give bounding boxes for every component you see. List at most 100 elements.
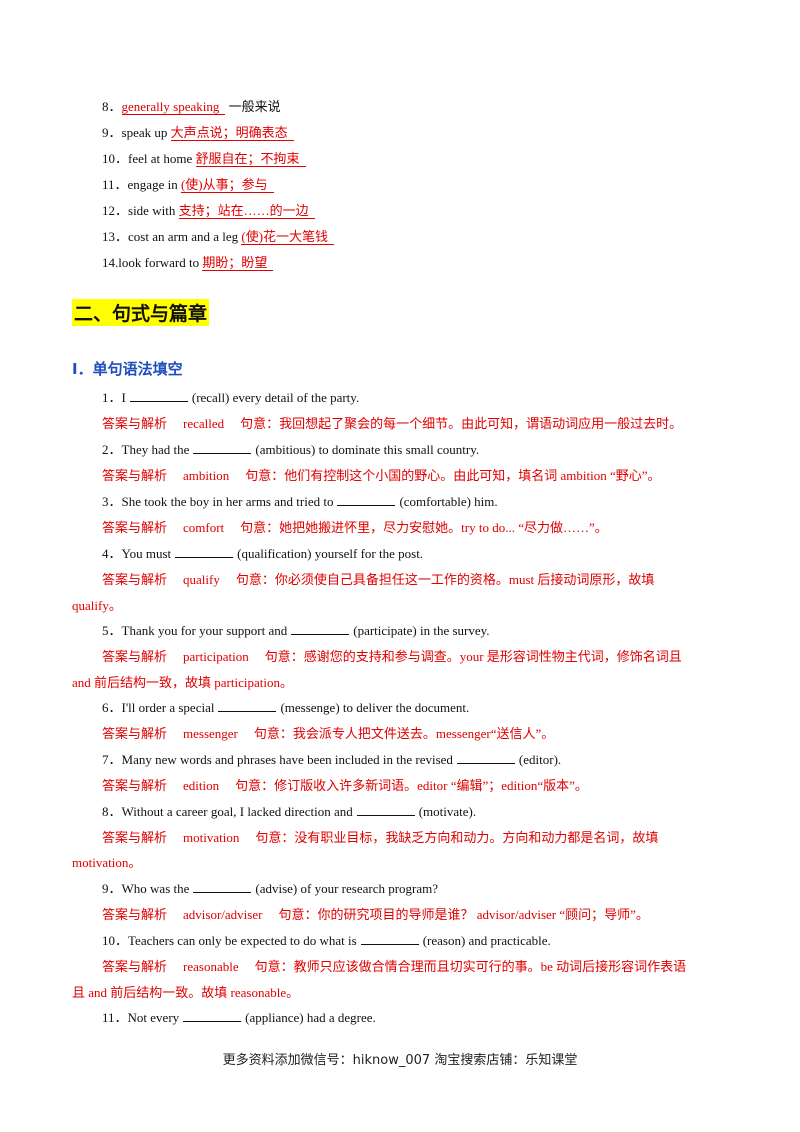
subsection-title: I．单句语法填空: [72, 360, 183, 378]
answer-word: qualify: [183, 572, 220, 587]
answer-word: messenger: [183, 726, 238, 741]
phrase-number: 9．: [102, 125, 122, 140]
question-6: 6．I'll order a special(messenge) to deli…: [102, 697, 469, 716]
phrase-number: 11．: [102, 177, 128, 192]
question-text-before: They had the: [121, 442, 190, 457]
answer-label: 答案与解析: [102, 959, 168, 974]
question-text-before: Thank you for your support and: [121, 623, 288, 638]
answer-label: 答案与解析: [102, 416, 168, 431]
phrase-answer: 大声点说；明确表态: [170, 125, 294, 141]
answer-explanation: 句意：没有职业目标，我缺乏方向和动力。方向和动力都是名词，故填: [255, 830, 659, 845]
phrase-item-11: 11．engage in (使)从事；参与: [102, 174, 274, 193]
question-text-after: (advise) of your research program?: [255, 881, 439, 896]
answer-blank: [456, 753, 515, 764]
phrase-item-14: 14.look forward to 期盼；盼望: [102, 252, 274, 271]
phrase-item-9: 9．speak up 大声点说；明确表态: [102, 122, 294, 141]
answer-10-continued: 且 and 前后结构一致。故填 reasonable。: [72, 985, 300, 1000]
question-7: 7．Many new words and phrases have been i…: [102, 749, 561, 768]
question-text-after: (motivate).: [418, 804, 477, 819]
answer-label: 答案与解析: [102, 778, 168, 793]
question-4: 4．You must(qualification) yourself for t…: [102, 543, 423, 562]
question-text-after: (messenge) to deliver the document.: [280, 700, 470, 715]
question-text-after: (ambitious) to dominate this small count…: [255, 442, 480, 457]
answer-word: edition: [183, 778, 220, 793]
phrase-english: side with: [128, 203, 176, 218]
phrase-number: 8．: [102, 99, 122, 114]
phrase-english: look forward to: [118, 255, 200, 270]
answer-blank: [193, 443, 252, 454]
answer-word: recalled: [183, 416, 225, 431]
question-text-after: (qualification) yourself for the post.: [237, 546, 424, 561]
question-text-before: I'll order a special: [121, 700, 215, 715]
answer-blank: [183, 1011, 242, 1022]
phrase-answer: 期盼；盼望: [202, 255, 274, 271]
question-number: 7．: [102, 752, 122, 767]
answer-blank: [360, 934, 419, 945]
phrase-number: 13．: [102, 229, 129, 244]
answer-6: 答案与解析 messenger 句意：我会派专人把文件送去。messenger“送信…: [102, 723, 554, 742]
answer-explanation: 句意：我会派专人把文件送去。messenger“送信人”。: [253, 726, 555, 741]
question-number: 1．: [102, 390, 122, 405]
question-text-after: (reason) and practicable.: [422, 933, 551, 948]
question-1: 1．I (recall) every detail of the party.: [102, 387, 359, 406]
phrase-english: cost an arm and a leg: [128, 229, 239, 244]
question-text-after: (appliance) had a degree.: [245, 1010, 376, 1025]
question-number: 10．: [102, 933, 129, 948]
answer-blank: [337, 495, 396, 506]
answer-word: reasonable: [183, 959, 239, 974]
question-text-before: I: [121, 390, 126, 405]
question-text-before: Not every: [127, 1010, 180, 1025]
answer-explanation: 句意：你必须使自己具备担任这一工作的资格。must 后接动词原形，故填: [235, 572, 655, 587]
phrase-answer: 支持；站在……的一边: [178, 203, 315, 219]
question-2: 2．They had the (ambitious) to dominate th…: [102, 439, 479, 458]
answer-label: 答案与解析: [102, 468, 168, 483]
section-title: 二、句式与篇章: [72, 299, 210, 326]
answer-blank: [129, 391, 188, 402]
question-number: 2．: [102, 442, 122, 457]
answer-label: 答案与解析: [102, 726, 168, 741]
question-text-before: Who was the: [121, 881, 190, 896]
phrase-english: feel at home: [128, 151, 193, 166]
question-text-before: Many new words and phrases have been inc…: [121, 752, 453, 767]
phrase-answer: generally speaking: [121, 99, 226, 115]
phrase-english: speak up: [121, 125, 168, 140]
answer-explanation: 句意：感谢您的支持和参与调查。your 是形容词性物主代词，修饰名词且: [264, 649, 682, 664]
question-text-before: She took the boy in her arms and tried t…: [121, 494, 334, 509]
phrase-number: 12．: [102, 203, 129, 218]
question-number: 5．: [102, 623, 122, 638]
answer-blank: [291, 624, 350, 635]
answer-blank: [193, 882, 252, 893]
answer-label: 答案与解析: [102, 520, 168, 535]
phrase-number: 10．: [102, 151, 129, 166]
question-number: 3．: [102, 494, 122, 509]
phrase-answer: (使)从事；参与: [180, 177, 274, 193]
answer-word: ambition: [183, 468, 230, 483]
phrase-answer: (使)花一大笔钱: [241, 229, 335, 245]
answer-label: 答案与解析: [102, 830, 168, 845]
question-number: 9．: [102, 881, 122, 896]
phrase-item-13: 13．cost an arm and a leg (使)花一大笔钱: [102, 226, 335, 245]
page-footer: 更多资料添加微信号：hiknow_007 淘宝搜索店铺：乐知课堂: [222, 1053, 578, 1068]
answer-blank: [356, 805, 415, 816]
answer-10: 答案与解析 reasonable 句意：教师只应该做合情合理而且切实可行的事。be …: [102, 956, 686, 975]
phrase-item-12: 12．side with 支持；站在……的一边: [102, 200, 315, 219]
question-3: 3．She took the boy in her arms and tried…: [102, 491, 498, 510]
answer-explanation: 句意：你的研究项目的导师是谁？ advisor/adviser “顾问；导师”。: [278, 907, 649, 922]
phrase-number: 14.: [102, 255, 119, 270]
question-8: 8．Without a career goal, I lacked direct…: [102, 801, 476, 820]
question-text-after: (comfortable) him.: [399, 494, 498, 509]
answer-explanation: 句意：他们有控制这个小国的野心。由此可知，填名词 ambition “野心”。: [245, 468, 661, 483]
question-text-after: (recall) every detail of the party.: [191, 390, 360, 405]
question-number: 8．: [102, 804, 122, 819]
phrase-item-8: 8．generally speaking 一般来说: [102, 96, 281, 115]
answer-word: advisor/adviser: [183, 907, 263, 922]
question-number: 11．: [102, 1010, 128, 1025]
answer-word: participation: [183, 649, 249, 664]
answer-explanation: 句意：教师只应该做合情合理而且切实可行的事。be 动词后接形容词作表语: [254, 959, 687, 974]
answer-2: 答案与解析 ambition 句意：他们有控制这个小国的野心。由此可知，填名词 am…: [102, 465, 661, 484]
